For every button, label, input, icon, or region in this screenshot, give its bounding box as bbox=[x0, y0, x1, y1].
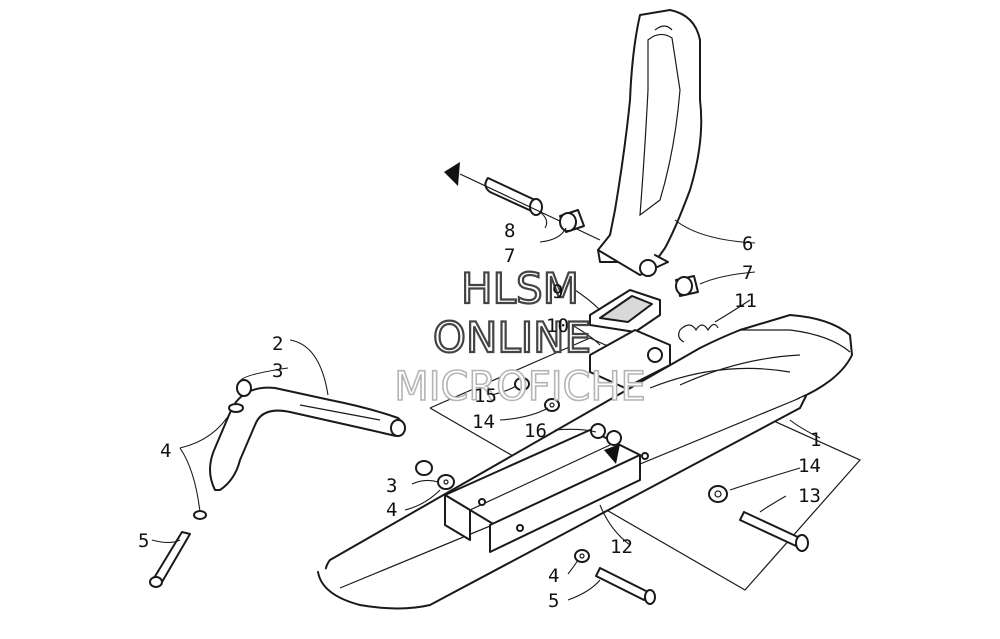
wear-pad bbox=[589, 289, 661, 333]
callout-13: 13 bbox=[798, 485, 821, 507]
callout-5-bottom: 5 bbox=[548, 590, 559, 612]
callouts: 1 2 3 3 4 4 4 5 5 6 7 7 8 9 10 11 12 13 … bbox=[138, 220, 821, 612]
watermark-line-2: ONLINE bbox=[433, 313, 591, 362]
callout-3-right: 3 bbox=[386, 475, 397, 497]
washer-4 bbox=[437, 474, 455, 490]
callout-9: 9 bbox=[552, 281, 563, 303]
watermark-line-1: HLSM bbox=[461, 264, 579, 313]
callout-16: 16 bbox=[524, 420, 547, 442]
washer-15 bbox=[514, 377, 530, 391]
callout-14-left: 14 bbox=[472, 411, 495, 433]
ski-spindle bbox=[597, 9, 703, 277]
watermark: HLSM ONLINE MICROFICHE bbox=[393, 263, 646, 411]
washer-4-lower bbox=[574, 549, 590, 563]
callout-7-left: 7 bbox=[504, 245, 515, 267]
callout-5-left: 5 bbox=[138, 530, 149, 552]
ski-handle bbox=[209, 386, 406, 491]
arrow-marker-icon-2 bbox=[604, 444, 620, 464]
callout-11: 11 bbox=[734, 290, 757, 312]
callout-15: 15 bbox=[474, 385, 497, 407]
torsion-spring bbox=[678, 323, 719, 343]
assembly-outline bbox=[429, 337, 861, 591]
callout-1: 1 bbox=[810, 429, 821, 451]
callout-14-right: 14 bbox=[798, 455, 821, 477]
callout-8: 8 bbox=[504, 220, 515, 242]
bolt-5-left bbox=[149, 531, 191, 588]
arrow-marker-icon bbox=[444, 162, 460, 186]
callout-4-bottom: 4 bbox=[548, 565, 559, 587]
callout-6: 6 bbox=[742, 233, 753, 255]
callout-3-left: 3 bbox=[272, 360, 283, 382]
bushing-right bbox=[675, 275, 699, 297]
nut-3 bbox=[415, 460, 433, 476]
watermark-line-3: MICROFICHE bbox=[394, 364, 646, 410]
ski bbox=[317, 314, 853, 610]
callout-10: 10 bbox=[546, 315, 569, 337]
washer-14-right bbox=[708, 485, 728, 503]
nut-3-left bbox=[236, 379, 252, 397]
bolt-5-lower bbox=[595, 567, 656, 605]
pivot-pin bbox=[444, 162, 601, 241]
callout-7-right: 7 bbox=[742, 262, 753, 284]
callout-4-left: 4 bbox=[160, 440, 171, 462]
leader-lines bbox=[151, 211, 821, 601]
callout-12: 12 bbox=[610, 536, 633, 558]
washer-4-left-lower bbox=[193, 510, 207, 520]
bushing-left bbox=[559, 209, 585, 233]
callout-2: 2 bbox=[272, 333, 283, 355]
callout-4-middle: 4 bbox=[386, 499, 397, 521]
spindle-saddle bbox=[589, 329, 671, 389]
washer-4-left-upper bbox=[228, 403, 244, 413]
washer-14-upper bbox=[544, 398, 560, 412]
bolt-13 bbox=[739, 511, 809, 552]
